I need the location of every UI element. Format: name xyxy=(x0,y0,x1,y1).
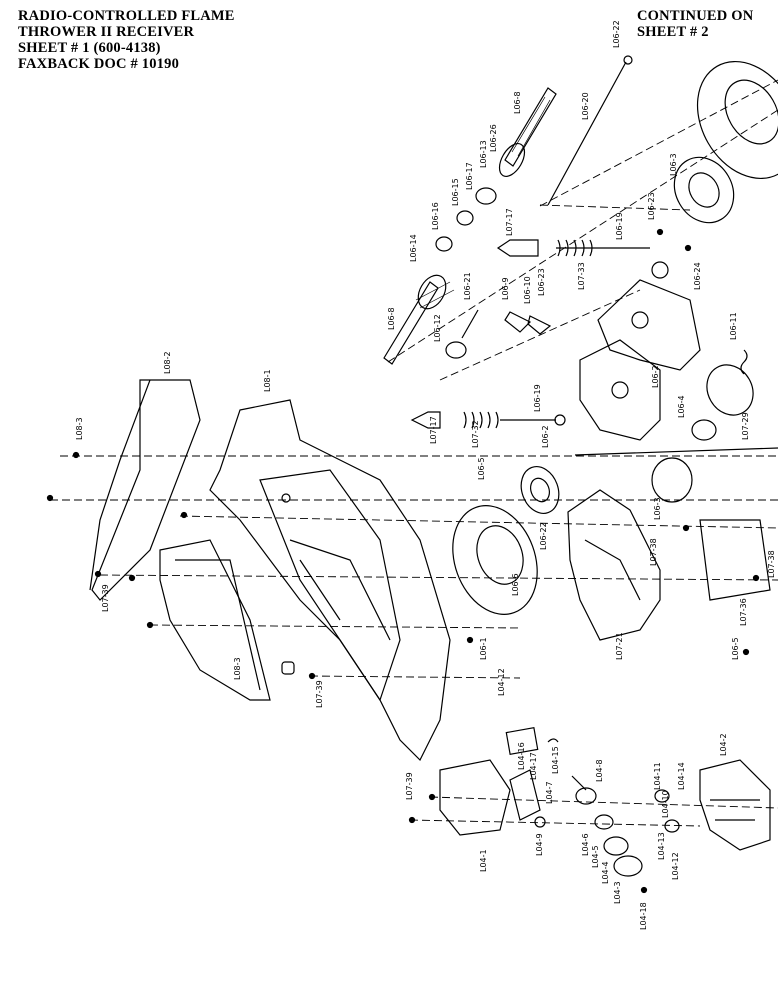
gearbox-housing xyxy=(579,261,701,441)
part-label: L06-4 xyxy=(677,395,686,418)
spur-shaft-lower xyxy=(383,281,439,365)
title-line-3: SHEET # 1 (600-4138) xyxy=(18,40,161,56)
part-label: L04-5 xyxy=(591,845,600,868)
part-label: L04-18 xyxy=(639,902,648,930)
spring-set-lower xyxy=(410,411,566,429)
receiver-box xyxy=(439,759,546,836)
part-label: L04-12 xyxy=(671,852,680,880)
part-label: L04-15 xyxy=(551,746,560,774)
part-label: L04-13 xyxy=(657,832,666,860)
screws xyxy=(46,228,760,894)
battery-cover xyxy=(699,519,771,601)
part-label: L04-3 xyxy=(613,881,622,904)
part-label: L06-10 xyxy=(523,276,532,304)
part-label: L06-3 xyxy=(669,153,678,176)
part-label: L06-22 xyxy=(612,20,621,48)
part-label-group: L06-22 L06-20 L06-8 L06-26 L06-13 L06-17… xyxy=(75,20,776,930)
part-label: L06-24 xyxy=(693,262,702,290)
part-label: L04-8 xyxy=(595,759,604,782)
part-label: L07-39 xyxy=(315,680,324,708)
part-label: L06-8 xyxy=(513,91,522,114)
part-label: L07-39 xyxy=(405,772,414,800)
part-label: L08-2 xyxy=(163,351,172,374)
title-line-1: RADIO-CONTROLLED FLAME xyxy=(18,8,235,24)
part-label: L04-10 xyxy=(661,790,670,818)
part-label: L07-17 xyxy=(429,416,438,444)
continued-line-2: SHEET # 2 xyxy=(637,24,709,40)
part-label: L06-19 xyxy=(615,212,624,240)
part-label: L07-21 xyxy=(615,632,624,660)
part-label: L06-26 xyxy=(489,124,498,152)
part-label: L07-38 xyxy=(767,550,776,578)
front-wheel-left xyxy=(452,505,538,615)
part-label: L06-1 xyxy=(479,637,488,660)
part-label: L06-16 xyxy=(431,202,440,230)
wheel-hub xyxy=(520,466,560,514)
part-label: L06-2 xyxy=(651,365,660,388)
part-label: L07-32 xyxy=(471,420,480,448)
drive-shaft xyxy=(547,55,633,206)
part-label: L06-3 xyxy=(653,497,662,520)
axle-rod xyxy=(574,447,778,456)
part-label: L08-3 xyxy=(75,417,84,440)
part-label: L04-17 xyxy=(529,752,538,780)
part-label: L04-14 xyxy=(677,762,686,790)
part-label: L06-11 xyxy=(729,312,738,340)
part-label: L06-12 xyxy=(433,314,442,342)
part-label: L04-7 xyxy=(545,781,554,804)
part-label: L08-3 xyxy=(233,657,242,680)
part-label: L06-23 xyxy=(537,268,546,296)
part-label: L06-5 xyxy=(477,457,486,480)
assembly-guide-lines xyxy=(50,79,778,827)
continued-note: CONTINUED ON SHEET # 2 xyxy=(637,8,753,40)
part-label: L06-19 xyxy=(533,384,542,412)
part-label: L04-9 xyxy=(535,833,544,856)
servo-gears xyxy=(505,727,680,877)
part-label: L06-5 xyxy=(731,637,740,660)
pin-rod xyxy=(461,309,479,339)
part-label: L06-20 xyxy=(581,92,590,120)
part-label: L08-1 xyxy=(263,369,272,392)
part-label: L04-16 xyxy=(517,742,526,770)
part-label: L06-15 xyxy=(451,178,460,206)
part-label: L07-33 xyxy=(577,262,586,290)
title-line-2: THROWER II RECEIVER xyxy=(18,24,195,40)
spring-set-upper xyxy=(496,239,650,335)
rear-wheel-upper xyxy=(673,60,778,224)
title-line-4: FAXBACK DOC # 10190 xyxy=(18,56,180,72)
part-label: L07-38 xyxy=(649,538,658,566)
part-label: L06-2 xyxy=(541,425,550,448)
servo-unit xyxy=(699,759,771,851)
car-body xyxy=(209,399,451,762)
part-label: L07-17 xyxy=(505,208,514,236)
sheet-title-block: RADIO-CONTROLLED FLAME THROWER II RECEIV… xyxy=(18,8,235,72)
part-label: L04-11 xyxy=(653,762,662,790)
motor xyxy=(706,349,754,416)
part-label: L04-6 xyxy=(581,833,590,856)
part-label: L06-14 xyxy=(409,234,418,262)
part-label: L06-17 xyxy=(465,162,474,190)
part-label: L06-13 xyxy=(479,140,488,168)
part-label: L04-2 xyxy=(719,733,728,756)
part-label: L07-29 xyxy=(741,412,750,440)
part-label: L04-1 xyxy=(479,849,488,872)
part-label: L06-6 xyxy=(511,573,520,596)
part-label: L06-23 xyxy=(647,192,656,220)
gear-stack xyxy=(415,143,526,310)
pinion-gear xyxy=(445,341,467,359)
part-label: L07-39 xyxy=(101,584,110,612)
side-pod xyxy=(159,539,271,701)
hub-right xyxy=(651,419,717,503)
part-label: L07-36 xyxy=(739,598,748,626)
part-label: L04-4 xyxy=(601,861,610,884)
part-label: L06-21 xyxy=(463,272,472,300)
continued-line-1: CONTINUED ON xyxy=(637,8,754,24)
chassis-plate xyxy=(567,489,661,641)
part-label: L04-12 xyxy=(497,668,506,696)
part-label: L06-8 xyxy=(387,307,396,330)
part-label: L06-9 xyxy=(501,277,510,300)
part-label: L06-22 xyxy=(539,522,548,550)
rear-wing xyxy=(89,379,201,601)
